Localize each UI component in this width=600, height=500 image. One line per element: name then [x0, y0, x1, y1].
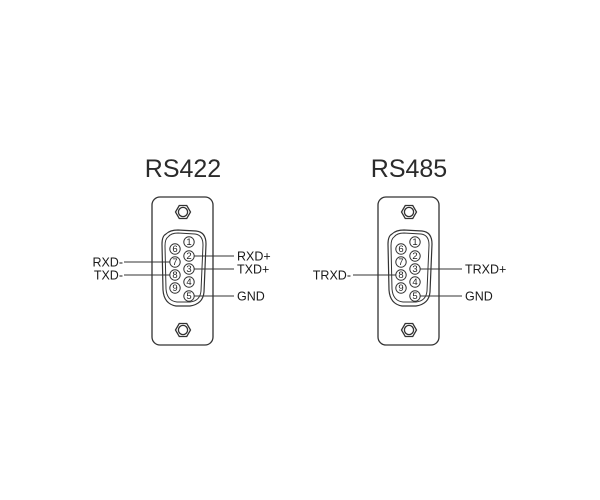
mounting-plate: [151, 196, 214, 346]
label-trxd-minus: TRXD-: [313, 269, 351, 283]
pin-4: 4: [409, 276, 421, 288]
hex-nut-icon: [174, 204, 192, 220]
label-txd-plus: TXD+: [237, 263, 269, 277]
d-shell-outer: [387, 229, 433, 307]
svg-text:2: 2: [186, 251, 191, 262]
svg-text:7: 7: [172, 257, 177, 268]
rs485-connector: RS485 6 7 8 9 1 2 3 4 5 TRXD- TRXD+ GND: [313, 155, 506, 346]
hex-nut-icon: [174, 322, 192, 338]
svg-text:8: 8: [398, 270, 403, 281]
label-rxd-plus: RXD+: [237, 250, 271, 264]
mounting-plate: [377, 196, 440, 346]
label-rxd-minus: RXD-: [92, 256, 123, 270]
label-trxd-plus: TRXD+: [465, 263, 506, 277]
pin-6: 6: [169, 243, 181, 255]
d-shell-outer: [161, 229, 207, 307]
rs422-connector: RS422 6 7 8 9 1 2 3 4 5 RX: [92, 155, 271, 346]
pin-6: 6: [395, 243, 407, 255]
pin-5: 5: [183, 290, 195, 302]
pin-8: 8: [395, 269, 407, 281]
svg-text:1: 1: [412, 237, 417, 248]
svg-text:9: 9: [172, 283, 177, 294]
pin-9: 9: [395, 282, 407, 294]
pin-3: 3: [183, 263, 195, 275]
pin-4: 4: [183, 276, 195, 288]
pin-5: 5: [409, 290, 421, 302]
svg-text:3: 3: [412, 264, 417, 275]
svg-text:1: 1: [186, 237, 191, 248]
svg-text:7: 7: [398, 257, 403, 268]
d-shell-inner: [390, 232, 430, 303]
pin-1: 1: [183, 236, 195, 248]
pin-1: 1: [409, 236, 421, 248]
svg-text:4: 4: [186, 277, 191, 288]
label-txd-minus: TXD-: [94, 269, 123, 283]
pin-7: 7: [169, 256, 181, 268]
svg-text:8: 8: [172, 270, 177, 281]
svg-text:6: 6: [172, 244, 177, 255]
pin-3: 3: [409, 263, 421, 275]
svg-text:6: 6: [398, 244, 403, 255]
svg-text:2: 2: [412, 251, 417, 262]
label-gnd: GND: [465, 290, 493, 304]
svg-text:9: 9: [398, 283, 403, 294]
rs485-title: RS485: [371, 155, 447, 183]
pin-7: 7: [395, 256, 407, 268]
d-shell-inner: [164, 232, 204, 303]
pin-9: 9: [169, 282, 181, 294]
label-gnd: GND: [237, 290, 265, 304]
pin-2: 2: [183, 250, 195, 262]
pin-2: 2: [409, 250, 421, 262]
hex-nut-icon: [400, 204, 418, 220]
hex-nut-icon: [400, 322, 418, 338]
svg-text:5: 5: [412, 291, 417, 302]
svg-text:4: 4: [412, 277, 417, 288]
pin-8: 8: [169, 269, 181, 281]
svg-text:3: 3: [186, 264, 191, 275]
rs422-title: RS422: [145, 155, 221, 183]
svg-text:5: 5: [186, 291, 191, 302]
